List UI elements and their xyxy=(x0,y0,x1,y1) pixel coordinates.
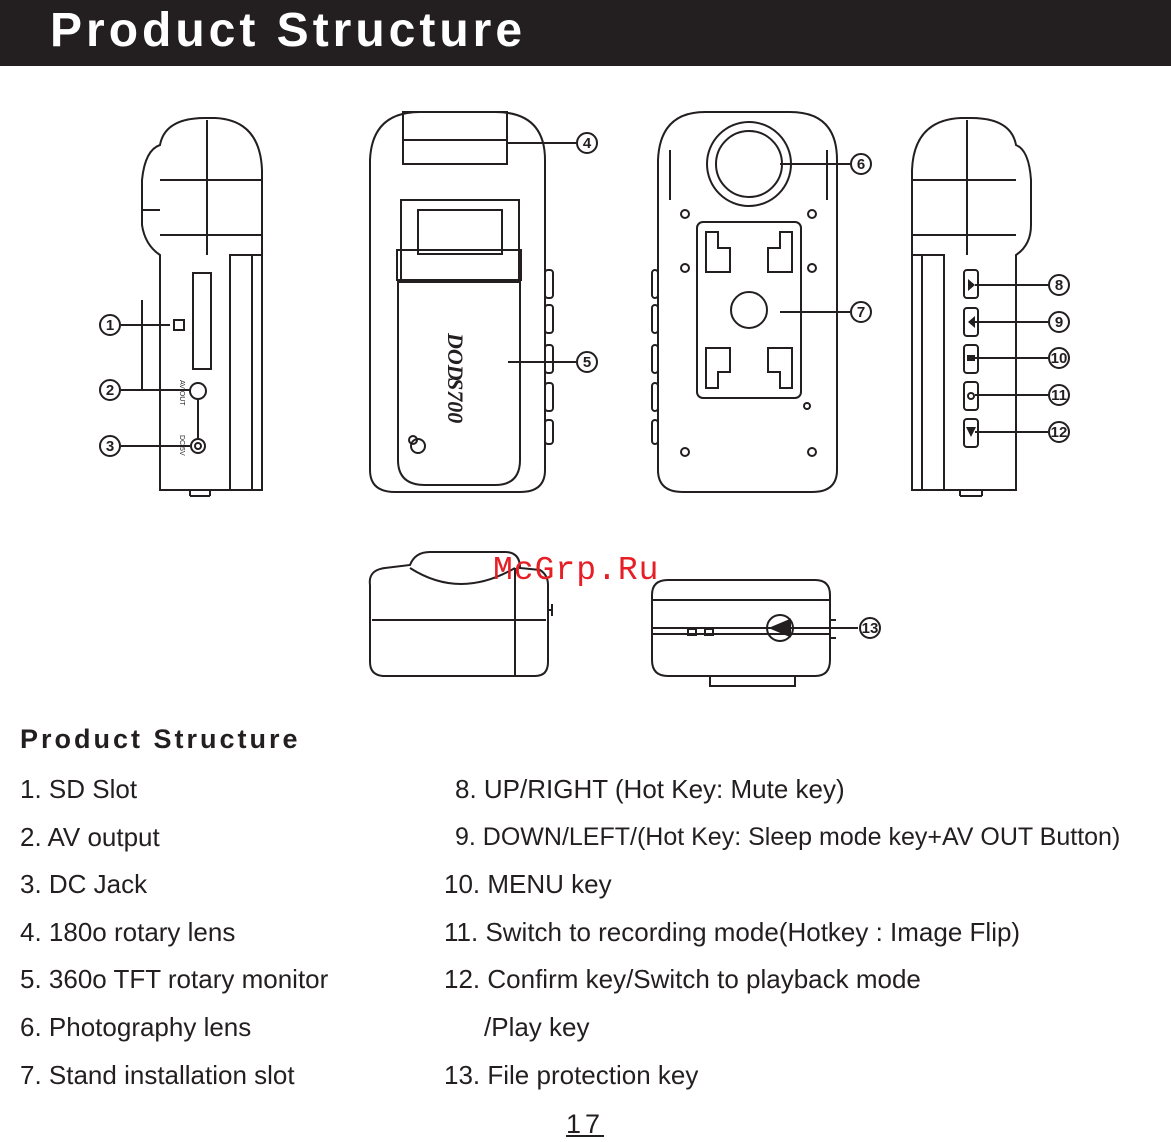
list-item: 4. 180o rotary lens xyxy=(20,917,236,947)
list-item: 11. Switch to recording mode(Hotkey : Im… xyxy=(444,917,1021,947)
page-title: Product Structure xyxy=(50,4,527,57)
list-item: 12. Confirm key/Switch to playback mode xyxy=(444,964,921,994)
callout-6: 6 xyxy=(857,156,865,173)
camera-bottom-view xyxy=(651,579,836,687)
section-title: Product Structure xyxy=(20,724,301,754)
callout-11: 11 xyxy=(1051,387,1067,404)
camera-left-side-view xyxy=(141,117,263,497)
callout-9: 9 xyxy=(1055,314,1063,331)
callout-13: 13 xyxy=(862,620,879,637)
callout-8: 8 xyxy=(1055,277,1063,294)
callout-5: 5 xyxy=(583,354,591,371)
list-item: 5. 360o TFT rotary monitor xyxy=(20,964,329,994)
watermark: McGrp.Ru xyxy=(493,552,660,589)
model-text: S700 xyxy=(443,378,468,423)
av-out-label: AV OUT xyxy=(178,380,185,406)
callout-circles xyxy=(99,132,1070,639)
camera-front-view xyxy=(369,111,554,493)
list-item: 6. Photography lens xyxy=(20,1012,252,1042)
callout-4: 4 xyxy=(583,135,592,152)
callout-12: 12 xyxy=(1051,424,1068,441)
product-diagram: AV OUT DC 5V DOD S700 1 2 3 4 5 6 7 8 9 … xyxy=(99,111,1070,687)
list-item: 1. SD Slot xyxy=(20,774,138,804)
page-number: 17 xyxy=(566,1109,605,1139)
list-item: 10. MENU key xyxy=(444,869,612,899)
camera-top-view xyxy=(368,551,553,677)
callout-3: 3 xyxy=(106,438,114,455)
list-item: 3. DC Jack xyxy=(20,869,148,899)
list-item: 9. DOWN/LEFT/(Hot Key: Sleep mode key+AV… xyxy=(455,823,1121,851)
callout-1: 1 xyxy=(106,317,114,334)
list-item: 2. AV output xyxy=(20,822,160,852)
callout-leaders xyxy=(121,142,1048,629)
callout-2: 2 xyxy=(106,382,114,399)
list-item: 13. File protection key xyxy=(444,1060,699,1090)
header-bar: Product Structure xyxy=(0,0,1171,66)
callout-10: 10 xyxy=(1051,350,1068,367)
brand-logo-text: DOD xyxy=(443,332,468,381)
list-item: 7. Stand installation slot xyxy=(20,1060,295,1090)
dc-label: DC 5V xyxy=(178,435,185,456)
camera-back-view xyxy=(651,111,838,493)
list-item: /Play key xyxy=(484,1012,590,1042)
list-item: 8. UP/RIGHT (Hot Key: Mute key) xyxy=(455,774,845,804)
callout-7: 7 xyxy=(857,304,865,321)
camera-right-side-view xyxy=(911,117,1032,497)
